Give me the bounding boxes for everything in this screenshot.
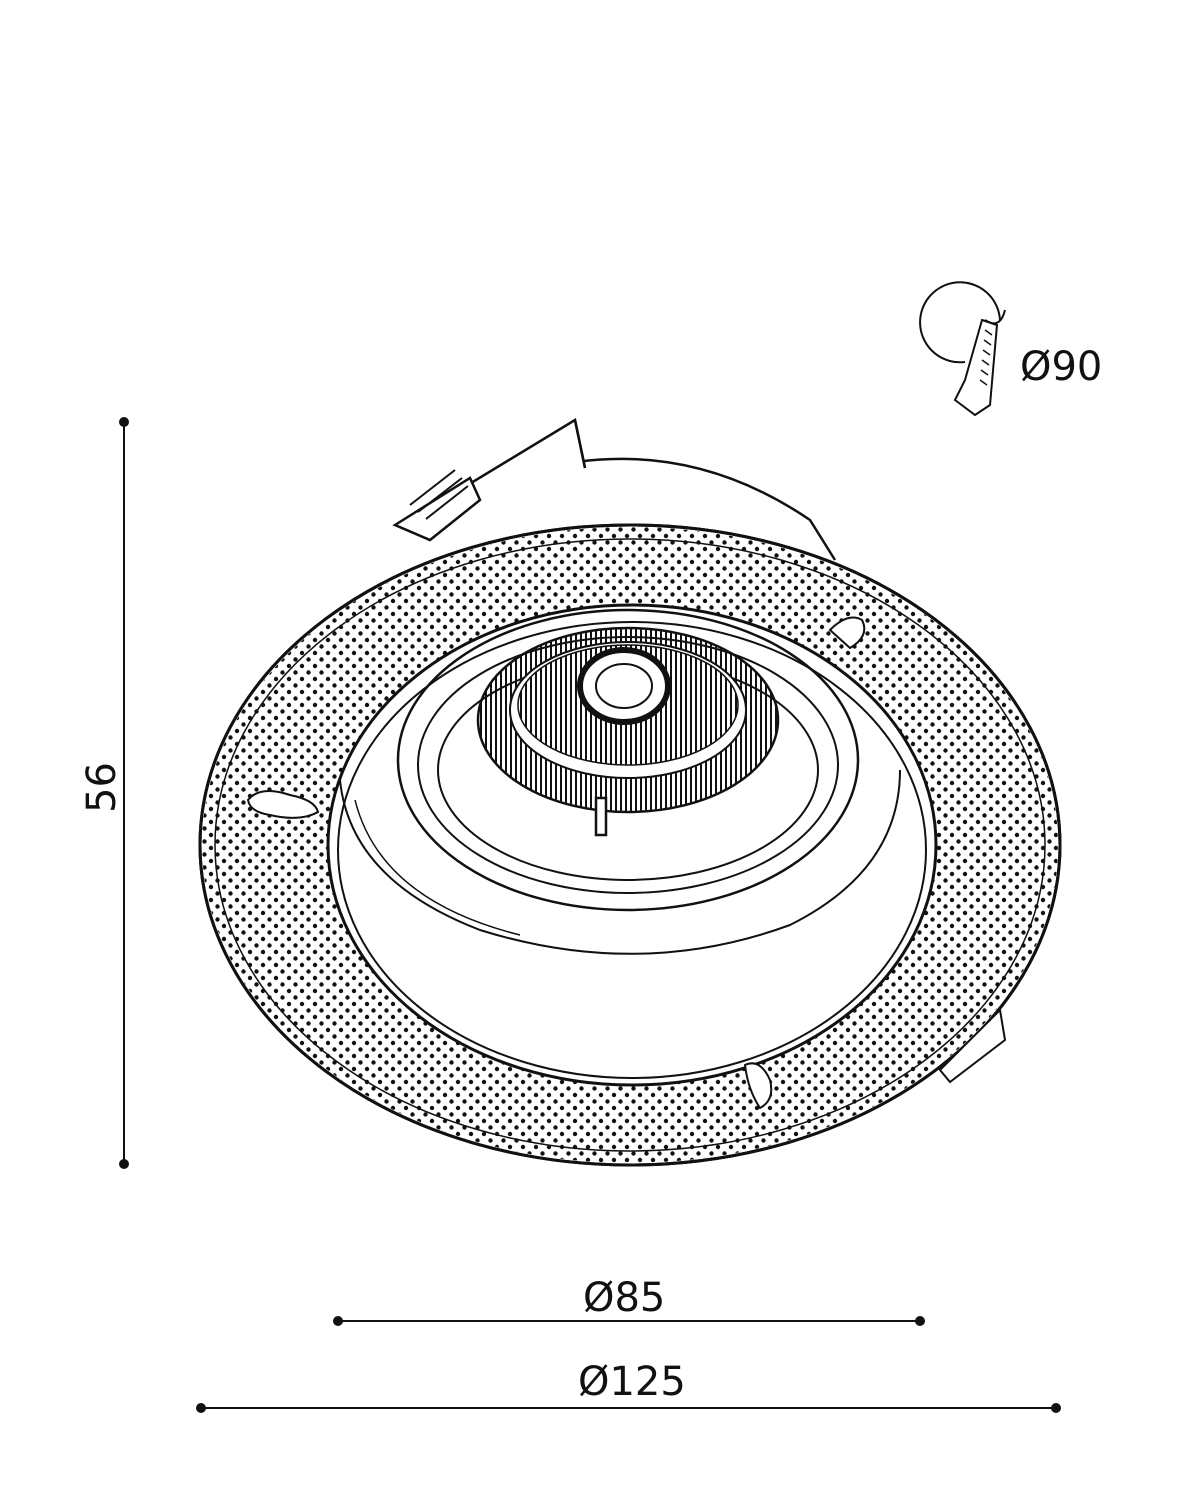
cutout-diameter-label: Ø90 (1020, 344, 1103, 390)
ceiling-cutout-icon (919, 281, 1006, 417)
height-label: 56 (79, 762, 125, 813)
outer-diameter-dimension (196, 1403, 1061, 1413)
outer-diameter-label: Ø125 (578, 1359, 686, 1405)
inner-diameter-dimension (333, 1316, 925, 1326)
height-dimension (119, 417, 129, 1169)
inner-diameter-label: Ø85 (583, 1275, 666, 1321)
